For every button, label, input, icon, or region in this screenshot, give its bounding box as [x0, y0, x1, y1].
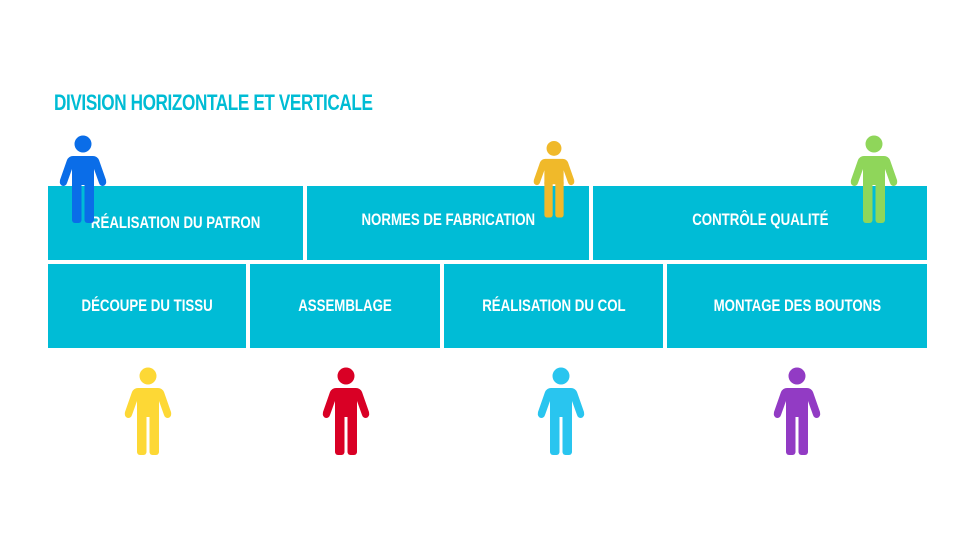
- person-icon-green: [850, 134, 898, 224]
- box-assemblage: ASSEMBLAGE: [250, 264, 440, 348]
- box-montage-boutons: MONTAGE DES BOUTONS: [667, 264, 927, 348]
- box-decoupe-tissu: DÉCOUPE DU TISSU: [48, 264, 246, 348]
- box-realisation-col: RÉALISATION DU COL: [444, 264, 663, 348]
- box-controle-qualite: CONTRÔLE QUALITÉ: [593, 186, 927, 260]
- box-label: MONTAGE DES BOUTONS: [713, 296, 881, 315]
- person-icon-yellow: [124, 366, 172, 456]
- box-label: NORMES DE FABRICATION: [361, 210, 535, 229]
- person-icon-orange: [533, 139, 575, 219]
- box-label: RÉALISATION DU PATRON: [90, 213, 261, 232]
- slide-title: DIVISION HORIZONTALE ET VERTICALE: [54, 90, 373, 115]
- box-label: RÉALISATION DU COL: [481, 296, 626, 315]
- person-icon-blue: [59, 134, 107, 224]
- person-icon-purple: [773, 366, 821, 456]
- box-label: DÉCOUPE DU TISSU: [81, 296, 213, 315]
- person-icon-red: [322, 366, 370, 456]
- box-label: CONTRÔLE QUALITÉ: [691, 210, 829, 229]
- person-icon-cyan: [537, 366, 585, 456]
- box-label: ASSEMBLAGE: [298, 296, 392, 315]
- box-normes-fabrication: NORMES DE FABRICATION: [307, 186, 589, 260]
